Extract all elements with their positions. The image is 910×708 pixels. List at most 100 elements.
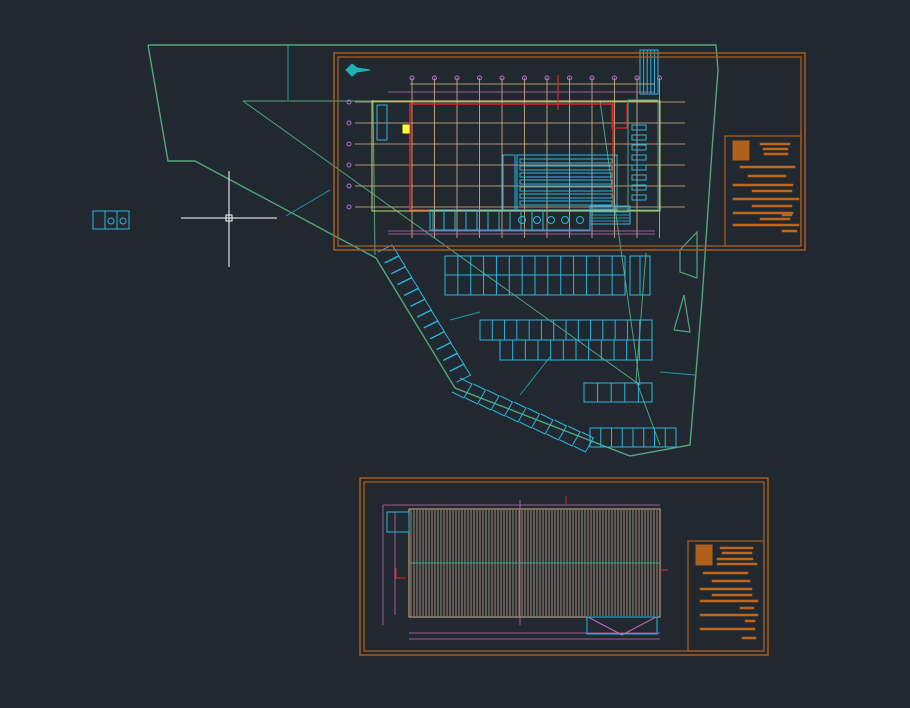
- conveyor: [519, 179, 613, 185]
- rack: [631, 184, 647, 191]
- title-block-text-line: [732, 183, 794, 187]
- grid-bubble: [589, 75, 595, 81]
- title-block-text-line: [732, 223, 800, 227]
- title-block-text-line: [744, 619, 756, 623]
- parking-stall: [532, 413, 554, 435]
- crosshair-cursor: [181, 171, 277, 267]
- title-block-text-line: [741, 636, 757, 640]
- dimension-line: [519, 356, 551, 396]
- grid-bubble: [409, 75, 415, 81]
- title-block-text-line: [699, 627, 756, 631]
- tank-icon: [533, 216, 541, 224]
- parking-row: [639, 49, 659, 95]
- canopy: [587, 616, 657, 636]
- rack: [631, 154, 647, 161]
- grid-bubble: [346, 120, 352, 126]
- title-block-text-line: [763, 152, 789, 156]
- boundary-segment: [372, 99, 376, 256]
- conveyor: [519, 186, 613, 192]
- grid-bubble: [567, 75, 572, 81]
- grid-bubble: [346, 183, 352, 189]
- grid-bubble: [499, 75, 505, 81]
- title-block-text-line: [721, 551, 753, 555]
- diagonal-property-line: [242, 100, 641, 386]
- tank-icon: [561, 216, 569, 224]
- parking-row: [583, 382, 653, 403]
- title-block-text-line: [751, 204, 793, 208]
- grid-bubble: [612, 75, 617, 81]
- site-boundary-line: [147, 44, 719, 457]
- title-block-text-line: [716, 557, 754, 561]
- title-block-text-line: [732, 197, 800, 201]
- conveyor: [519, 172, 613, 178]
- island: [679, 230, 698, 279]
- rack: [631, 144, 647, 151]
- parking-stall: [546, 419, 568, 441]
- parking-stall: [492, 395, 514, 417]
- title-block-text-line: [699, 613, 759, 617]
- tank-icon: [119, 217, 127, 225]
- grid-bubble: [346, 162, 352, 168]
- parking-stall: [519, 407, 541, 429]
- title-block-text-line: [759, 217, 791, 221]
- parking-stall: [451, 377, 473, 399]
- title-block-text-line: [716, 562, 758, 566]
- title-block-text-line: [699, 587, 753, 591]
- tank-icon: [576, 216, 584, 224]
- title-block-text-line: [781, 213, 793, 217]
- wall: [611, 104, 628, 129]
- parking-stall: [505, 401, 527, 423]
- parking-stall: [478, 389, 500, 411]
- title-block-text-line: [732, 211, 794, 215]
- title-block-logo: [732, 140, 750, 161]
- title-block: [724, 135, 802, 247]
- sheet-outer-border: [359, 477, 769, 656]
- rack: [631, 174, 647, 181]
- grid-bubble: [544, 75, 550, 81]
- section-marker: [395, 568, 406, 579]
- grid-bubble: [657, 75, 662, 81]
- conveyor: [519, 193, 613, 199]
- grid-bubble: [346, 141, 352, 147]
- grid-bubble: [477, 75, 482, 81]
- roof-plan-sheet: [359, 477, 769, 656]
- sheet-outer-border: [333, 52, 806, 251]
- roof-annex: [386, 511, 410, 533]
- parking-stall: [449, 363, 472, 383]
- grid-bubble: [346, 204, 352, 210]
- grid-bubble: [522, 75, 527, 81]
- island: [673, 294, 691, 333]
- parking-stall: [559, 425, 581, 447]
- title-block-text-line: [781, 229, 798, 233]
- setback-line: [285, 189, 331, 217]
- rack: [631, 124, 647, 131]
- equipment: [376, 104, 388, 141]
- rack: [631, 134, 647, 141]
- title-block-text-line: [702, 571, 749, 575]
- title-block-text-line: [699, 599, 759, 603]
- tank-icon: [518, 216, 526, 224]
- parking-layout: [377, 49, 677, 453]
- parking-stall: [465, 383, 487, 405]
- conveyor: [519, 200, 613, 206]
- tank-icon: [547, 216, 555, 224]
- title-block-text-line: [751, 189, 793, 193]
- title-block-text-line: [739, 606, 755, 610]
- marker: [402, 124, 410, 134]
- grid-bubble: [454, 75, 460, 81]
- dimension-line: [659, 371, 696, 376]
- grid-bubble: [432, 75, 437, 81]
- rack: [631, 194, 647, 201]
- rack: [631, 164, 647, 171]
- canopy-outline: [586, 616, 658, 635]
- conveyor: [519, 165, 613, 171]
- detached-building: [92, 210, 130, 230]
- office-block: [627, 99, 659, 211]
- north-arrow-icon: [345, 63, 371, 77]
- conveyor: [519, 158, 613, 164]
- detached-block: [92, 210, 130, 230]
- title-block-text-line: [719, 546, 754, 550]
- title-block-text-line: [711, 593, 753, 597]
- site-floor-plan-sheet: [333, 52, 806, 251]
